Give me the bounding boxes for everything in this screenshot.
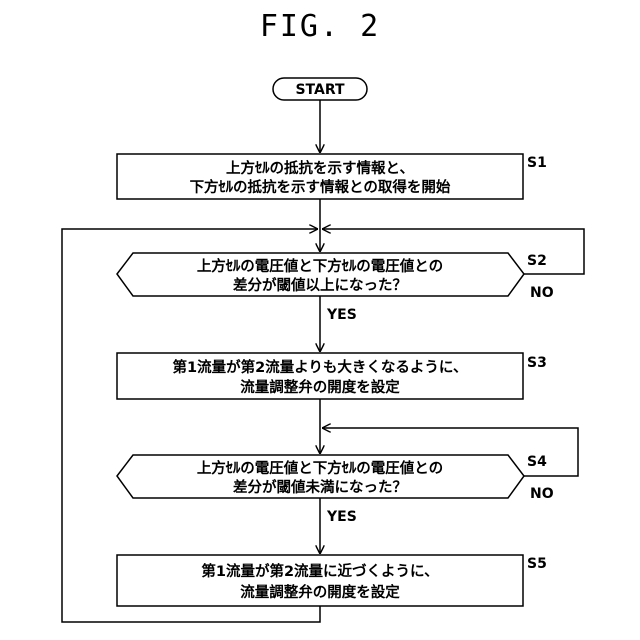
s5-step-label: S5 (527, 556, 547, 572)
s2-no-label: NO (530, 285, 554, 301)
s3-line-1: 第1流量が第2流量よりも大きくなるように、 (173, 358, 468, 376)
s4-line-1: 上方ｾﾙの電圧値と下方ｾﾙの電圧値との (197, 459, 443, 477)
s2-step-label: S2 (527, 253, 547, 269)
s2-line-1: 上方ｾﾙの電圧値と下方ｾﾙの電圧値との (197, 257, 443, 275)
figure-title: FIG. 2 (260, 9, 380, 44)
s2-yes-label: YES (326, 307, 357, 323)
s4-no-label: NO (530, 486, 554, 502)
s4-line-2: 差分が閾値未満になった？ (233, 478, 407, 496)
s5-line-1: 第1流量が第2流量に近づくように、 (201, 562, 438, 580)
s1-line-2: 下方ｾﾙの抵抗を示す情報との取得を開始 (190, 178, 451, 196)
s1-line-1: 上方ｾﾙの抵抗を示す情報と、 (226, 159, 414, 177)
s1-step-label: S1 (527, 155, 547, 171)
s2-line-2: 差分が閾値以上になった？ (233, 276, 407, 294)
start-label: START (295, 82, 345, 98)
s5-line-2: 流量調整弁の開度を設定 (240, 583, 400, 601)
s3-step-label: S3 (527, 355, 547, 371)
s3-line-2: 流量調整弁の開度を設定 (240, 378, 400, 396)
s4-step-label: S4 (527, 454, 547, 470)
s4-yes-label: YES (326, 509, 357, 525)
